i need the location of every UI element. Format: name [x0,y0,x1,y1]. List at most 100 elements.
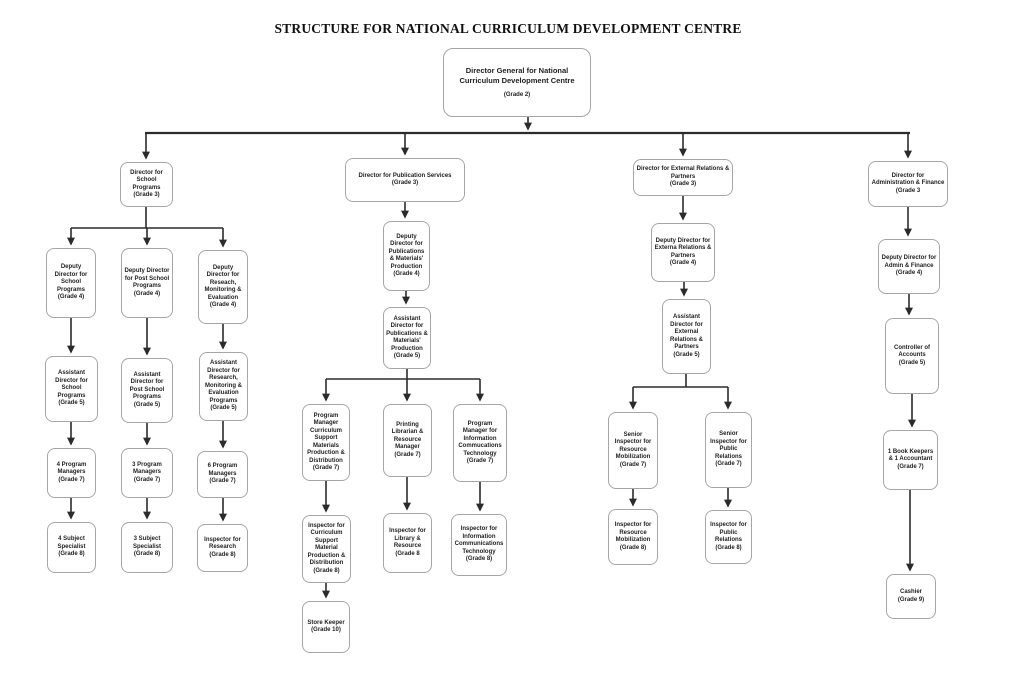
node-title: Inspector for Curriculum Support Materia… [307,522,346,567]
node-grade: (Grade 7) [312,465,340,471]
node-title: Cashier [899,589,922,595]
org-node-controller-of-accounts: Controller of Accounts (Grade 5) [885,318,939,394]
org-node-4-program-managers: 4 Program Managers (Grade 7) [47,448,96,498]
org-node-deputy-director-post-school: Deputy Director for Post School Programs… [121,248,173,318]
node-title: Senior Inspector for Resource Mobilizati… [614,431,652,461]
node-title: Inspector for Information Communications… [454,526,504,555]
node-title: Inspector for Public Relations [710,522,747,543]
node-grade: (Grade 7) [209,478,236,485]
node-grade: (Grade 3 [895,187,921,194]
node-grade: (Grade 4) [209,302,237,308]
node-grade: (Grade 5) [898,359,926,366]
node-title: Program Manager for Information Commucat… [458,420,502,457]
org-node-cashier: Cashier (Grade 9) [886,574,936,619]
org-node-program-manager-ict: Program Manager for Information Commucat… [453,404,507,482]
org-node-deputy-director-research-monitoring: Deputy Director for Reseach, Monitoring … [198,250,248,324]
node-title: Inspector for Research [204,536,241,551]
node-title: Assistant Director for Publications & Ma… [386,315,428,352]
org-node-inspector-ict: Inspector for Information Communications… [451,514,507,576]
node-title: Inspector for Resource Mobilization [614,522,652,543]
node-grade: (Grade 3) [391,180,419,186]
node-grade: (Grade 8) [133,551,161,558]
node-grade: (Grade 4) [669,260,697,266]
org-node-deputy-director-publications: Deputy Director for Publications & Mater… [383,221,430,291]
node-grade: (Grade 7) [897,463,924,470]
node-grade: (Grade 7) [715,461,742,468]
node-title: 4 Program Managers [56,461,87,476]
org-node-director-administration-finance: Director for Administration & Finance (G… [868,161,948,207]
org-node-assistant-director-external-relations: Assistant Director for External Relation… [662,299,711,374]
org-node-senior-inspector-resource-mobilization: Senior Inspector for Resource Mobilizati… [608,412,658,489]
node-grade: (Grade 8) [619,544,647,551]
org-node-inspector-resource-mobilization: Inspector for Resource Mobilization (Gra… [608,509,658,565]
node-title: Deputy Director for School Programs [54,264,88,293]
node-grade: (Grade 7) [394,451,421,458]
org-node-director-external-relations: Director for External Relations & Partne… [633,159,733,196]
node-grade: (Grade 4) [895,270,923,277]
node-grade: (Grade 3) [133,192,160,198]
org-node-4-subject-specialist: 4 Subject Specialist (Grade 8) [47,522,96,573]
node-grade: (Grade 5) [58,400,85,407]
node-title: 3 Program Managers [132,461,162,476]
org-node-assistant-director-research-monitoring: Assistant Director for Research, Monitor… [199,352,248,421]
org-node-director-publication-services: Director for Publication Services (Grade… [345,158,465,202]
node-grade: (Grade 8 [395,550,420,557]
node-grade: (Grade 7) [466,458,494,464]
node-title: Deputy Director for Post School Programs [124,268,170,289]
org-node-director-general: Director General for National Curriculum… [443,48,591,117]
node-grade: (Grade 8) [209,551,236,558]
node-title: Director General for National Curriculum… [459,66,575,86]
node-grade: (Grade 7) [58,476,85,483]
node-grade: (Grade 10) [311,627,341,633]
node-title: Controller of Accounts [894,344,930,359]
org-node-6-program-managers: 6 Program Managers (Grade 7) [197,451,248,498]
node-title: Deputy Director for Admin & Finance [881,255,937,269]
node-title: Senior Inspector for Public Relations [710,431,747,460]
org-node-assistant-director-school-programs: Assistant Director for School Programs (… [45,356,98,422]
org-node-assistant-director-publications: Assistant Director for Publications & Ma… [383,307,431,369]
node-title: 1 Book Keepers & 1 Accountant [887,448,934,463]
node-title: Assistant Director for External Relation… [669,314,703,350]
node-title: Store Keeper [307,619,345,626]
node-grade: (Grade 9) [897,596,925,603]
org-node-deputy-director-admin-finance: Deputy Director for Admin & Finance (Gra… [878,239,940,294]
node-title: Assistant Director for Research, Monitor… [205,360,242,404]
node-grade: (Grade 8) [313,567,340,574]
node-title: 6 Program Managers [207,463,238,477]
node-title: Printing Librarian & Resource Manager [391,421,424,451]
org-node-inspector-library-resource: Inspector for Library & Resource (Grade … [383,513,432,573]
org-node-store-keeper: Store Keeper (Grade 10) [302,601,350,653]
node-title: 4 Subject Specialist [57,536,86,550]
node-grade: (Grade 4) [393,271,420,277]
node-title: Inspector for Library & Resource [389,528,426,549]
node-grade: (Grade 3) [669,181,697,188]
node-title: Program Manager Curriculum Support Mater… [307,412,345,464]
node-title: Director for School Programs [130,169,163,191]
node-title: Director for External Relations & Partne… [636,166,730,180]
node-title: Deputy Director for Publications & Mater… [388,233,425,270]
org-node-assistant-director-post-school: Assistant Director for Post School Progr… [121,358,173,423]
org-node-senior-inspector-public-relations: Senior Inspector for Public Relations (G… [705,412,752,488]
org-node-deputy-director-external-relations: Deputy Director for Externa Relations & … [651,223,715,282]
node-grade: (Grade 4) [133,290,161,297]
node-grade: (Grade 8) [715,544,742,551]
node-title: Assistant Director for Post School Progr… [129,371,165,401]
org-node-3-program-managers: 3 Program Managers (Grade 7) [121,448,173,498]
org-node-3-subject-specialist: 3 Subject Specialist (Grade 8) [121,522,173,573]
node-title: 3 Subject Specialist [132,536,161,550]
org-node-director-school-programs: Director for School Programs (Grade 3) [120,162,173,207]
node-grade: (Grade 5) [673,351,700,358]
node-grade: (Grade 8) [58,551,85,558]
org-node-printing-librarian-resource-manager: Printing Librarian & Resource Manager (G… [383,404,432,477]
node-grade: (Grade 2) [503,91,531,98]
node-title: Director for Administration & Finance [871,172,945,187]
node-title: Director for Publication Services [358,172,452,179]
org-node-inspector-public-relations: Inspector for Public Relations (Grade 8) [705,510,752,564]
node-title: Deputy Director for Reseach, Monitoring … [204,264,242,301]
node-grade: (Grade 5) [393,353,421,359]
node-title: Assistant Director for School Programs [55,370,88,399]
org-node-deputy-director-school-programs: Deputy Director for School Programs (Gra… [46,248,96,318]
node-grade: (Grade 4) [57,294,85,301]
